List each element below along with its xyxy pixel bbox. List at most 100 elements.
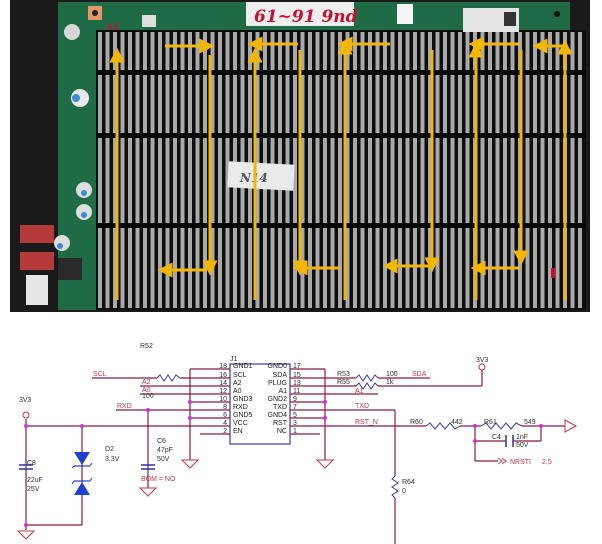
- output-port: [564, 419, 578, 433]
- resistor-r55: [355, 382, 379, 390]
- heatsink-fin: [135, 32, 140, 308]
- r64-ref: R64: [402, 479, 415, 486]
- pin-number: 9: [293, 396, 297, 403]
- pin-name: TXD: [273, 404, 287, 411]
- ground-icon: [180, 459, 200, 469]
- pin-name: SCL: [233, 372, 247, 379]
- c6-bom-note: BOM = NO: [141, 476, 176, 483]
- pin-name: GND2: [268, 396, 288, 403]
- r60-value: 442: [451, 419, 463, 426]
- c4-voltage: 50V: [516, 442, 529, 449]
- d2-ref: D2: [105, 446, 114, 453]
- pin-number: 11: [293, 388, 300, 395]
- pin-name: A1: [278, 388, 287, 395]
- heatsink-fin: [555, 32, 560, 308]
- pin-number: 2: [223, 428, 227, 435]
- net-nrsti: NRSTI: [510, 459, 531, 466]
- heatsink-fin: [323, 32, 327, 308]
- pin-name: A0: [233, 388, 242, 395]
- capacitors: [19, 435, 514, 470]
- heatsink-fin: [495, 32, 500, 308]
- qr-code: [142, 15, 156, 27]
- heatsink-fin: [158, 32, 162, 308]
- heatsink-fin: [465, 32, 470, 308]
- pin-name: PLUG: [268, 380, 287, 387]
- heatsink-fin: [540, 32, 545, 308]
- pin-name: RST: [273, 420, 288, 427]
- heatsink-fin: [143, 32, 147, 308]
- junctions: [24, 400, 543, 527]
- pin-number: 16: [219, 372, 227, 379]
- pin-number: 15: [293, 372, 301, 379]
- r55-value: 1k: [386, 379, 394, 386]
- connector-j1: [229, 363, 291, 445]
- pin-number: 7: [293, 404, 297, 411]
- power-port-3v3-left: [22, 411, 30, 419]
- heatsink-fin: [375, 32, 380, 308]
- red-mark: [551, 268, 555, 278]
- heatsink-fin: [398, 32, 402, 308]
- pin-number: 10: [219, 396, 227, 403]
- handwritten-tag: [246, 2, 354, 26]
- c4-ref: C4: [492, 434, 501, 441]
- heatsink-fin: [308, 32, 312, 308]
- c8-value: 22uF: [27, 477, 43, 484]
- resistor-r52: [156, 374, 181, 382]
- heatsink-fin: [338, 32, 342, 308]
- heatsink-fin: [345, 32, 350, 308]
- resistor-r61: [480, 422, 523, 430]
- heatsink-fin: [360, 32, 365, 308]
- pin-name: GND5: [233, 412, 253, 419]
- heatsink-sticker-text: N14: [239, 171, 268, 185]
- off-page-connector: [497, 457, 507, 465]
- power-label-right: 3V3: [476, 357, 489, 364]
- heatsink-fin: [128, 32, 132, 308]
- c8-voltage: 25V: [27, 486, 40, 493]
- r61-value: 549: [524, 419, 536, 426]
- ground-symbols: [16, 459, 335, 540]
- pin-name: NC: [277, 428, 287, 435]
- heatsink-fin: [225, 32, 230, 308]
- ground-icon: [315, 459, 335, 469]
- net-sda: SDA: [412, 371, 427, 378]
- r64-value: 0: [402, 488, 406, 495]
- heatsink-fin: [203, 32, 207, 308]
- pin-number: 5: [293, 412, 297, 419]
- heatsink-fin: [195, 32, 200, 308]
- heatsink-fin: [173, 32, 177, 308]
- pin-number: 1: [293, 428, 297, 435]
- pin-number: 8: [223, 404, 227, 411]
- heatsink-fin: [120, 32, 125, 308]
- heatsink-fin: [413, 32, 417, 308]
- connector-ref: J1: [230, 356, 238, 363]
- heatsink-fin: [315, 32, 320, 308]
- heatsink-fin: [383, 32, 387, 308]
- c6-ref: C6: [157, 438, 166, 445]
- capacitor: [64, 24, 80, 40]
- heatsink-fin: [98, 32, 102, 308]
- flow-arrows: [109, 36, 573, 300]
- pin-number: 18: [219, 363, 227, 370]
- heatsink-fin: [533, 32, 537, 308]
- d2-value: 3.3V: [105, 456, 120, 463]
- c6-value: 47pF: [157, 447, 173, 454]
- heatsink-fin: [420, 32, 425, 308]
- marker-sticker: [397, 4, 413, 24]
- heatsink-fin: [165, 32, 170, 308]
- heatsink-sticker: [227, 161, 295, 191]
- net-scl: SCL: [93, 371, 107, 378]
- power-port-3v3-right: [478, 363, 486, 371]
- heatsink-fin: [368, 32, 372, 308]
- heatsink-fin: [480, 32, 485, 308]
- heatsink-fin: [503, 32, 507, 308]
- heatsink-fin: [390, 32, 395, 308]
- ground-icon: [138, 487, 158, 497]
- power-connector: [20, 225, 54, 243]
- pin-name: GND1: [233, 363, 253, 370]
- tvs-diode-d2: [71, 452, 93, 495]
- heatsink-fin: [180, 32, 185, 308]
- heatsink-fin: [488, 32, 492, 308]
- heatsink-fin: [150, 32, 155, 308]
- heatsink-fin: [435, 32, 440, 308]
